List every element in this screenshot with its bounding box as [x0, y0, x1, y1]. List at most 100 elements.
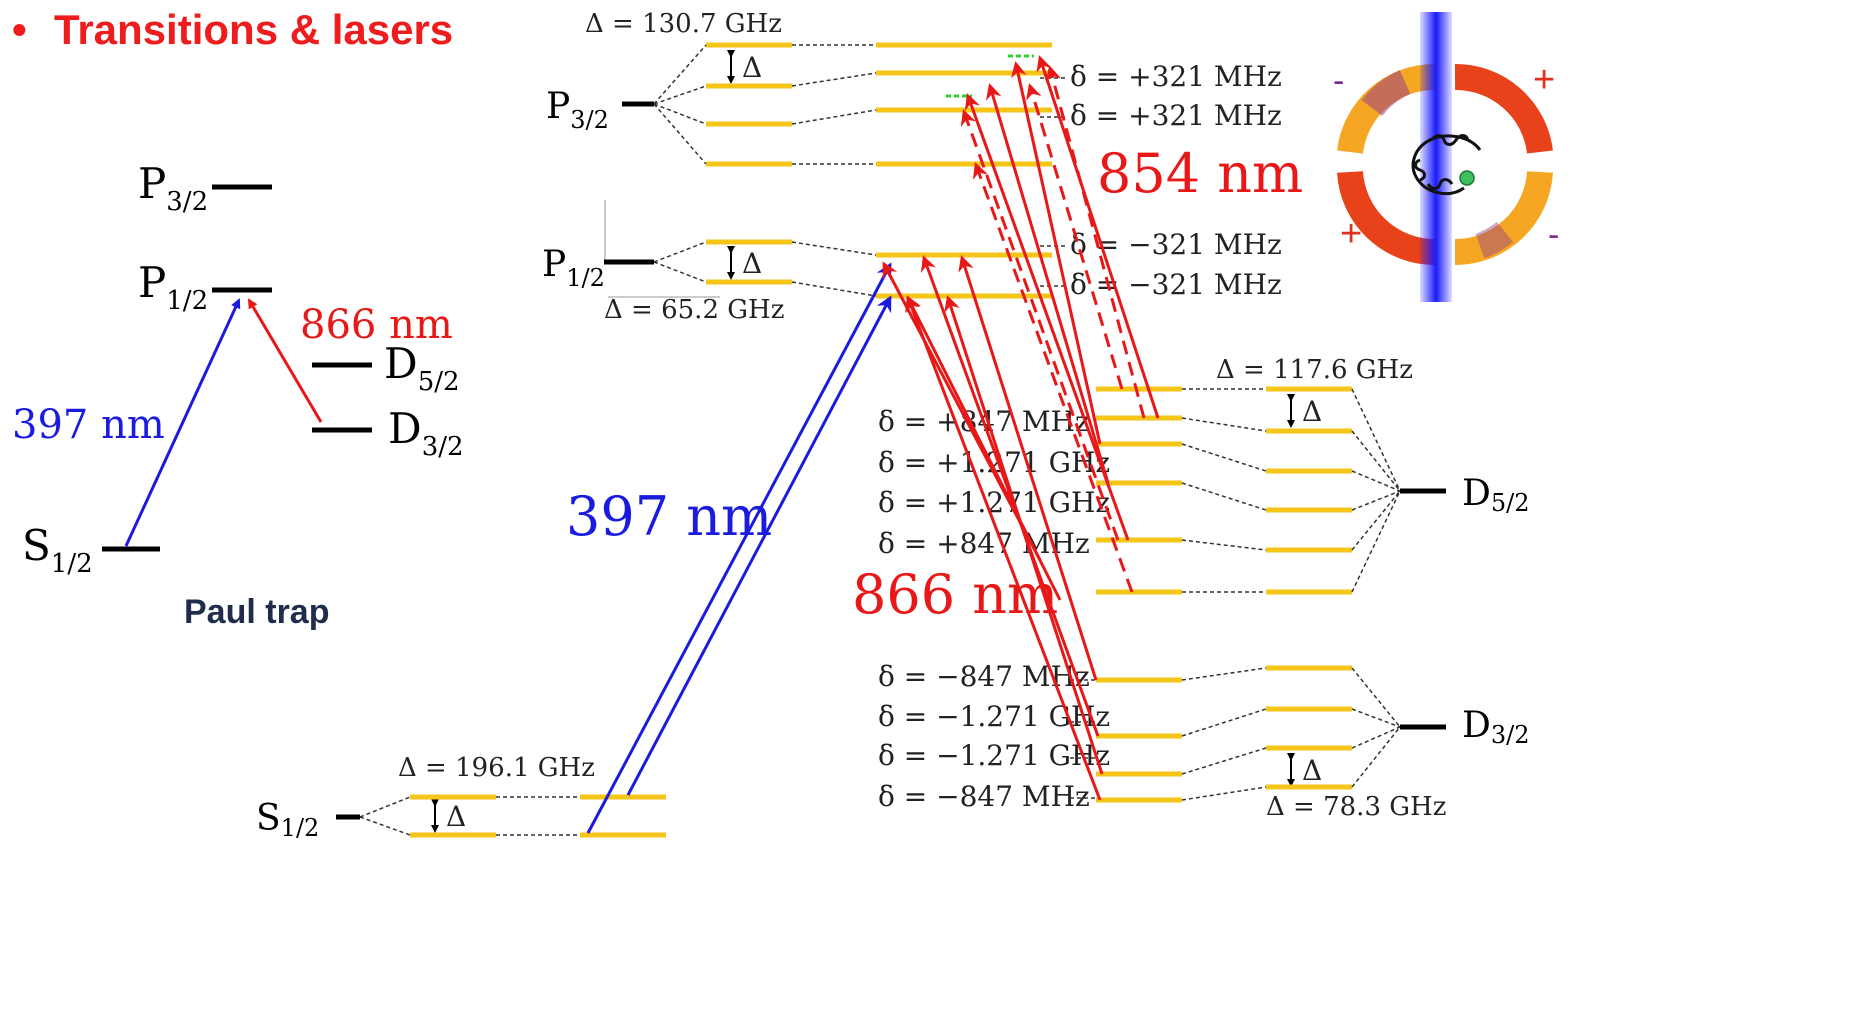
p32-splitting-label: Δ = 130.7 GHz [585, 9, 782, 39]
svg-text:Δ: Δ [1302, 395, 1322, 428]
laser-866-arrow [882, 261, 1042, 561]
sublevel-connector [653, 44, 707, 105]
detuning-d-label: δ = −847 MHz [878, 660, 1090, 693]
laser-854-dashed-arrow [960, 109, 1120, 541]
svg-text:Δ: Δ [446, 800, 466, 833]
p32-label: P3/2 [138, 159, 208, 217]
trap-sign-plus: + [1340, 213, 1362, 255]
sublevel-connector [1181, 667, 1267, 681]
simple-level-scheme: P3/2 P1/2 D5/2 D3/2 S1/2 397 nm 866 nm P… [12, 159, 464, 631]
sublevel-connector [1351, 726, 1401, 749]
ion-trajectory-icon [1411, 134, 1482, 196]
trap-electrode-shade [1475, 221, 1514, 259]
trap-electrode-shade [1361, 70, 1411, 117]
detuning-d-label: δ = +847 MHz [878, 527, 1090, 560]
detuning-d-label: δ = −1.271 GHz [878, 700, 1110, 733]
sublevel-connector [1351, 490, 1401, 511]
laser-854-arrow [964, 93, 1130, 541]
detuning-d-label: δ = −847 MHz [878, 780, 1090, 813]
transition-866-label: 866 nm [300, 302, 453, 348]
sublevel-connector [1181, 539, 1267, 551]
heading-bullet: • [12, 6, 27, 53]
detuning-p-label: δ = −321 MHz [1070, 268, 1282, 301]
trap-sign-plus: + [1533, 59, 1555, 101]
detuning-p-label: δ = +321 MHz [1070, 60, 1282, 93]
transition-866-arrow [247, 298, 323, 423]
laser-866-arrow [958, 255, 1098, 681]
s12-label: S1/2 [22, 521, 93, 579]
p12-label: P1/2 [138, 258, 208, 316]
sublevel-connector [1181, 786, 1267, 801]
laser-866-arrow [920, 255, 1100, 737]
delta-marker: Δ [1287, 753, 1322, 787]
ion-icon [1459, 170, 1475, 186]
laser-854-dashed-arrow [1045, 65, 1146, 419]
sublevel-connector [1351, 708, 1401, 728]
transition-397-label: 397 nm [12, 402, 165, 448]
sublevel-connector [359, 816, 411, 836]
transition-397-arrow [124, 298, 241, 547]
detuning-p-label: δ = +321 MHz [1070, 99, 1282, 132]
trap-electrode-top-right [1454, 63, 1553, 154]
heading-text: Transitions & lasers [54, 6, 453, 53]
paul-trap-icon: - + + - [1333, 12, 1559, 302]
sublevel-connector [1181, 417, 1267, 432]
sublevel-connector [791, 241, 877, 256]
laser-854-arrow [986, 83, 1110, 484]
s12-splitting-label: Δ = 196.1 GHz [398, 753, 595, 783]
svg-text:Δ: Δ [742, 51, 762, 84]
wavelength-854-label: 854 nm [1097, 142, 1303, 205]
sublevel-connector [653, 261, 707, 283]
delta-marker: Δ [727, 246, 762, 280]
z-d52-label: D5/2 [1462, 473, 1530, 517]
laser-397-arrow [626, 295, 892, 796]
laser-854-dashed-arrow [972, 162, 1134, 593]
laser-397-arrow [586, 262, 892, 834]
z-p12-label: P1/2 [542, 244, 605, 292]
svg-text:Δ: Δ [742, 247, 762, 280]
trap-sign-minus: - [1548, 216, 1559, 254]
trap-electrode-bottom-left [1337, 170, 1436, 266]
sublevel-connector [1351, 667, 1401, 728]
sublevel-connector [653, 241, 707, 263]
sublevel-connector [791, 281, 877, 297]
d32-splitting-label: Δ = 78.3 GHz [1266, 792, 1446, 822]
p12-splitting-label: Δ = 65.2 GHz [604, 295, 784, 325]
zeeman-level-scheme: P3/2 P1/2 S1/2 D5/2 D3/2 Δ = 130.7 GHz Δ… [256, 9, 1530, 842]
z-p32-label: P3/2 [546, 86, 609, 134]
slide-heading: • Transitions & lasers [12, 6, 453, 53]
d52-label: D5/2 [384, 339, 460, 397]
detuning-d-label: δ = −1.271 GHz [878, 739, 1110, 772]
delta-marker: Δ [431, 799, 466, 833]
detuning-d-label: δ = +1.271 GHz [878, 486, 1110, 519]
sublevel-connector [791, 109, 877, 125]
laser-854-dashed-arrow [1026, 83, 1124, 390]
sublevel-connector [1351, 388, 1401, 492]
sublevel-connector [791, 72, 877, 87]
sublevel-connector [653, 103, 707, 125]
wavelength-866-label: 866 nm [852, 563, 1058, 626]
laser-866-arrow [905, 295, 1102, 801]
sublevel-connector [359, 796, 411, 818]
delta-marker: Δ [727, 50, 762, 84]
sublevel-connector [1351, 430, 1401, 492]
sublevel-connector [653, 103, 707, 165]
sublevel-connector [1181, 443, 1267, 472]
trap-sign-minus: - [1333, 62, 1344, 100]
d32-label: D3/2 [388, 404, 464, 462]
trap-laser-beam [1420, 12, 1452, 302]
paul-trap-caption: Paul trap [184, 593, 329, 631]
laser-854-arrow [1010, 61, 1102, 445]
sublevel-connector [1181, 708, 1267, 737]
sublevel-connector [1351, 490, 1401, 551]
delta-marker: Δ [1287, 394, 1322, 428]
trap-electrode-bottom-right [1454, 170, 1553, 266]
sublevel-connector [1181, 482, 1267, 511]
sublevel-connector [653, 85, 707, 105]
svg-text:Δ: Δ [1302, 754, 1322, 787]
d52-splitting-label: Δ = 117.6 GHz [1216, 355, 1413, 385]
sublevel-connector [1351, 726, 1401, 788]
sublevel-connector [1351, 470, 1401, 492]
sublevel-connector [1181, 747, 1267, 775]
